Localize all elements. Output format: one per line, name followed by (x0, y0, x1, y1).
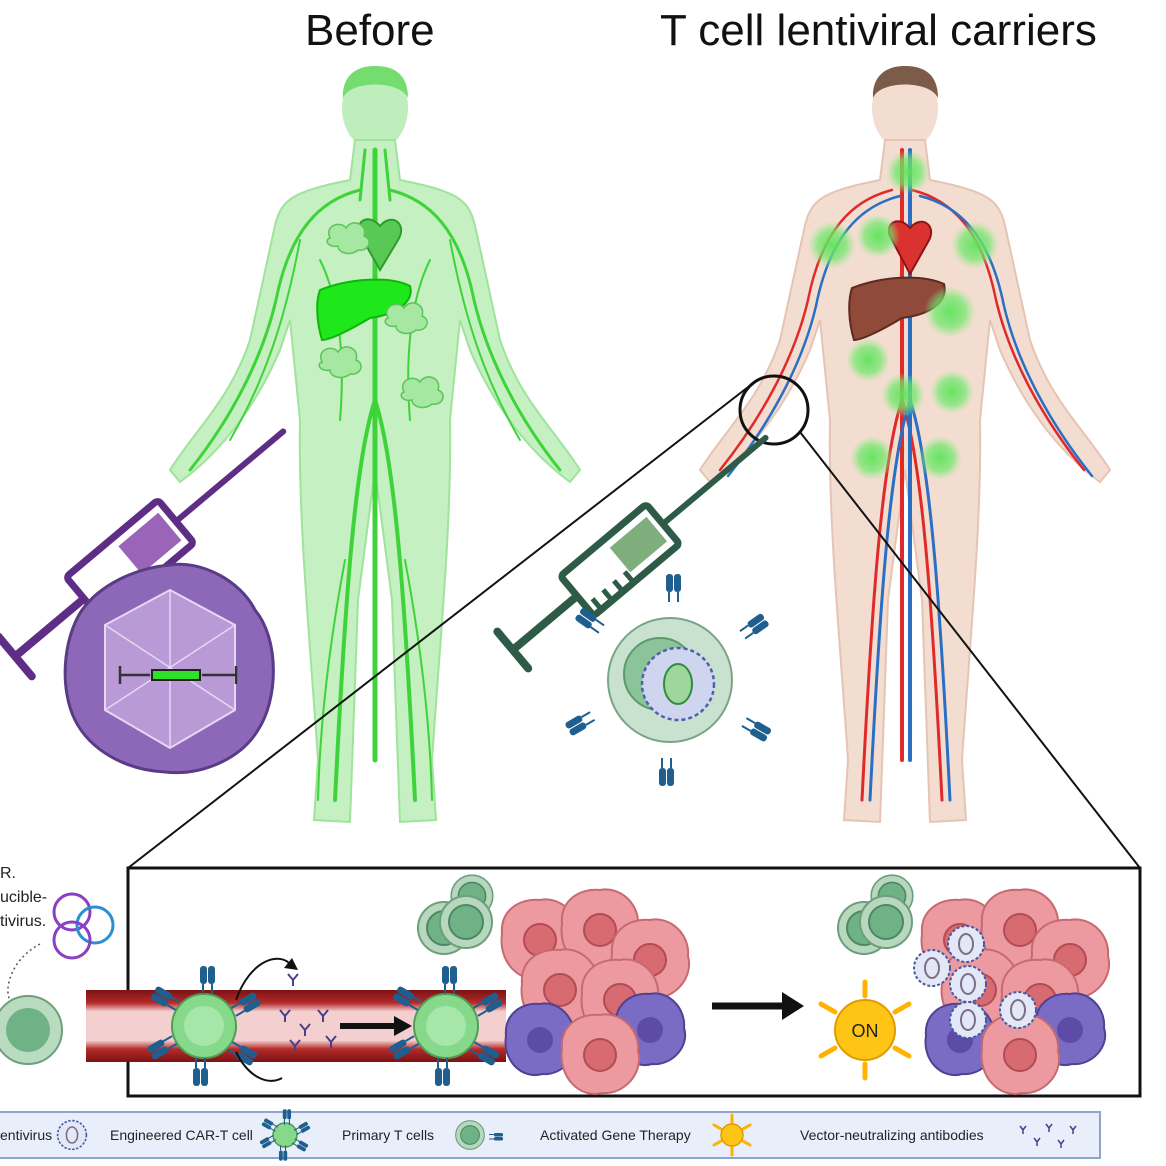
aav-capsid-icon (63, 562, 275, 775)
car-t-cell-icon (258, 1108, 312, 1162)
activated-gene-therapy-cell: ON (818, 979, 912, 1081)
title-before: Before (305, 6, 435, 55)
fragment-line-2: ucible- (0, 889, 47, 906)
primary-t-cell-icon (455, 1120, 485, 1150)
plasmid-icon (52, 892, 115, 960)
zoom-line-right (799, 431, 1141, 869)
before-lymph-nodes (318, 222, 444, 409)
car-t-cell-2 (387, 965, 505, 1087)
curved-arrow-back (235, 1051, 283, 1082)
zoom-panel (126, 866, 1142, 1098)
tumor-cluster-1 (500, 888, 691, 1095)
before-body-figure (168, 66, 582, 824)
legend: entivirus Engineered CAR-T cell Primary … (0, 1108, 1101, 1162)
legend-label-activated: Activated Gene Therapy (540, 1127, 691, 1143)
curved-arrowhead (284, 958, 298, 970)
title-after: T cell lentiviral carriers (660, 6, 1097, 55)
arrowhead-3 (782, 992, 804, 1020)
car-t-cell-1 (145, 965, 263, 1087)
fragment-line-3: tivirus. (0, 913, 46, 930)
after-body-figure (698, 66, 1112, 824)
antibodies-cluster (279, 973, 337, 1052)
after-body-silhouette (698, 66, 1112, 824)
legend-label-primary-t: Primary T cells (342, 1127, 434, 1143)
on-label: ON (852, 1021, 879, 1041)
legend-label-lentivirus: entivirus (0, 1127, 52, 1143)
fragment-line-1: R. (0, 865, 16, 882)
legend-label-car-t: Engineered CAR-T cell (110, 1127, 253, 1143)
before-liver-icon (316, 278, 412, 342)
legend-box (0, 1111, 1101, 1159)
primary-t-cells-group-1 (417, 874, 494, 955)
lentivirus-icon (56, 1119, 88, 1151)
carrier-t-cell-icon (563, 573, 774, 787)
zoom-circle (738, 374, 810, 446)
after-liver-icon (848, 276, 946, 342)
activated-gene-therapy-icon (712, 1113, 752, 1157)
curved-arrow (235, 957, 293, 1001)
legend-label-antibodies: Vector-neutralizing antibodies (800, 1127, 984, 1143)
outside-primary-t-cell (0, 995, 63, 1065)
lymph-glow-spots (808, 150, 999, 480)
primary-t-cells-group-2 (837, 874, 914, 955)
green-syringe-icon (493, 434, 769, 673)
antibodies-icon (1019, 1123, 1077, 1148)
arrowhead-2 (394, 1016, 412, 1036)
tumor-cluster-2 (913, 888, 1111, 1095)
zoom-line-left (127, 383, 753, 869)
dotted-arrow (7, 943, 41, 1001)
